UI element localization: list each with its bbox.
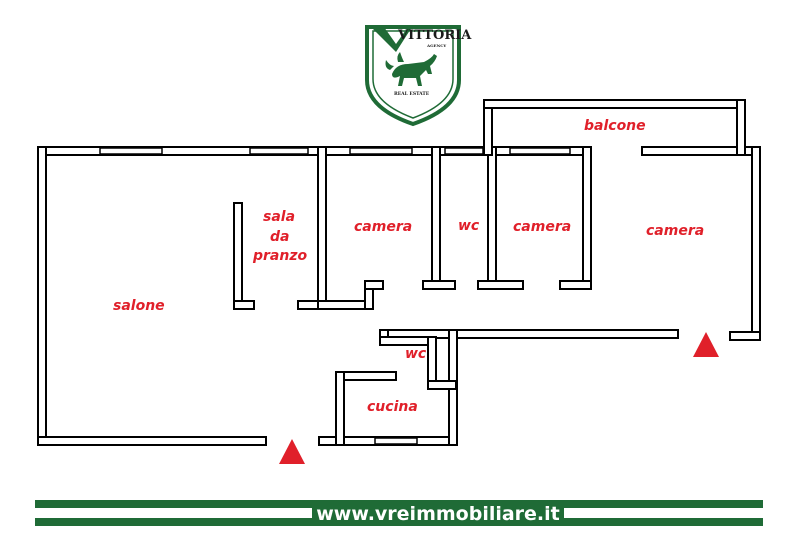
label-salone: salone	[113, 298, 165, 314]
label-sala-line1: sala	[263, 209, 295, 225]
label-camera-3: camera	[646, 223, 704, 239]
label-sala-line2: da	[270, 229, 289, 245]
vittoria-logo: VITTORIA AGENCY REAL ESTATE	[365, 25, 472, 127]
logo-tagline: REAL ESTATE	[394, 91, 430, 97]
footer-banner: www.vreimmobiliare.it	[35, 500, 763, 526]
entrance-marker-right	[693, 332, 719, 357]
walls	[37, 99, 761, 446]
windows	[99, 147, 571, 445]
room-labels: balcone sala da pranzo camera wc camera …	[113, 118, 704, 415]
label-sala-line3: pranzo	[252, 248, 307, 264]
label-camera-2: camera	[513, 219, 571, 235]
label-cucina: cucina	[367, 399, 418, 415]
label-camera-1: camera	[354, 219, 412, 235]
website-url: www.vreimmobiliare.it	[316, 503, 560, 525]
logo-sub: AGENCY	[426, 43, 446, 48]
label-wc-1: wc	[458, 218, 480, 234]
logo-brand: VITTORIA	[397, 28, 472, 43]
label-wc-2: wc	[405, 346, 427, 362]
bull-icon	[385, 52, 437, 86]
entrance-marker-main	[279, 439, 305, 464]
label-balcone: balcone	[584, 118, 646, 134]
